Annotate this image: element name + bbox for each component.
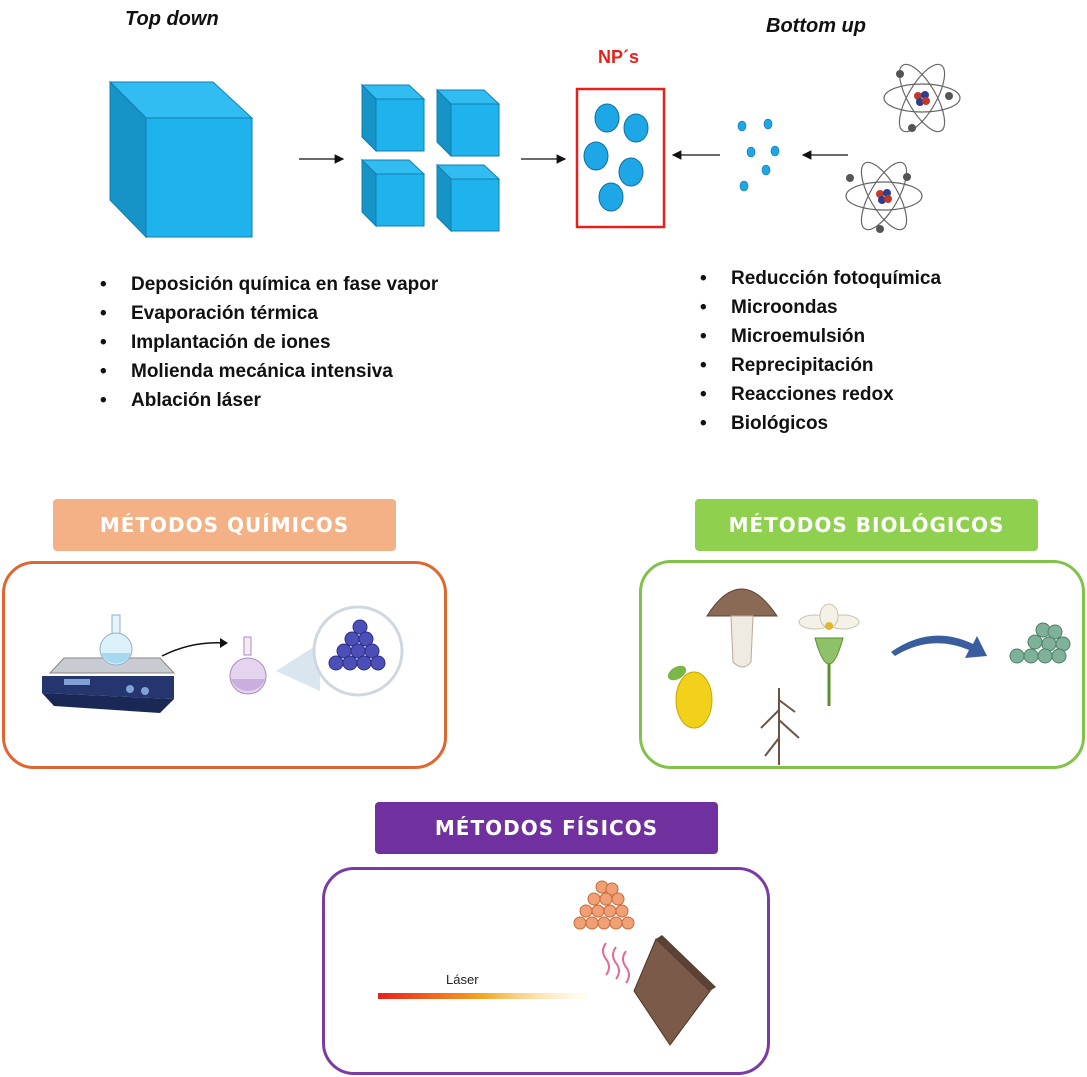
list-item: Evaporación térmica — [100, 299, 438, 328]
chemical-illustration — [42, 605, 404, 713]
root-icon — [760, 688, 800, 765]
list-item: Implantación de iones — [100, 328, 438, 357]
bottom-up-methods-list: Reducción fotoquímica Microondas Microem… — [700, 264, 941, 438]
curved-arrow-icon — [891, 635, 987, 658]
biological-illustration — [667, 588, 1071, 765]
biological-methods-panel — [639, 560, 1085, 769]
mushroom-icon — [706, 588, 778, 668]
atom-dots — [737, 118, 780, 192]
target-material-icon — [633, 935, 716, 1046]
list-item: Ablación láser — [100, 386, 438, 415]
physical-illustration — [378, 880, 716, 1046]
synthesis-schematic — [108, 63, 961, 239]
list-item: Microondas — [700, 293, 941, 322]
arrow-right-icon — [161, 642, 225, 657]
top-down-title: Top down — [125, 8, 219, 30]
physical-methods-label: MÉTODOS FÍSICOS — [375, 802, 718, 854]
nanoparticles-box — [575, 87, 666, 229]
small-cubes — [360, 83, 501, 233]
list-item: Reducción fotoquímica — [700, 264, 941, 293]
flask-icon — [229, 636, 267, 695]
list-item: Molienda mecánica intensiva — [100, 357, 438, 386]
flask-icon — [99, 614, 133, 666]
particle-cluster-icon — [1009, 622, 1071, 664]
list-item: Microemulsión — [700, 322, 941, 351]
particle-cluster-icon — [573, 880, 635, 930]
chemical-methods-label: MÉTODOS QUÍMICOS — [53, 499, 396, 551]
particle-cluster-icon — [328, 619, 386, 671]
list-item: Deposición química en fase vapor — [100, 270, 438, 299]
atom-icon — [845, 161, 923, 233]
np-label: NP´s — [598, 47, 640, 67]
hot-plate-icon — [42, 657, 176, 713]
biological-methods-label: MÉTODOS BIOLÓGICOS — [695, 499, 1038, 551]
bulk-cube — [108, 80, 254, 239]
list-item: Reacciones redox — [700, 380, 941, 409]
lemon-icon — [667, 665, 713, 729]
list-item: Biológicos — [700, 409, 941, 438]
list-item: Reprecipitación — [700, 351, 941, 380]
flower-icon — [798, 603, 860, 706]
top-down-methods-list: Deposición química en fase vapor Evapora… — [100, 270, 438, 415]
laser-beam — [378, 993, 588, 999]
bottom-up-title: Bottom up — [766, 15, 866, 37]
laser-label: Láser — [446, 972, 479, 987]
heat-waves-icon — [602, 942, 630, 984]
atom-icon — [883, 63, 961, 133]
